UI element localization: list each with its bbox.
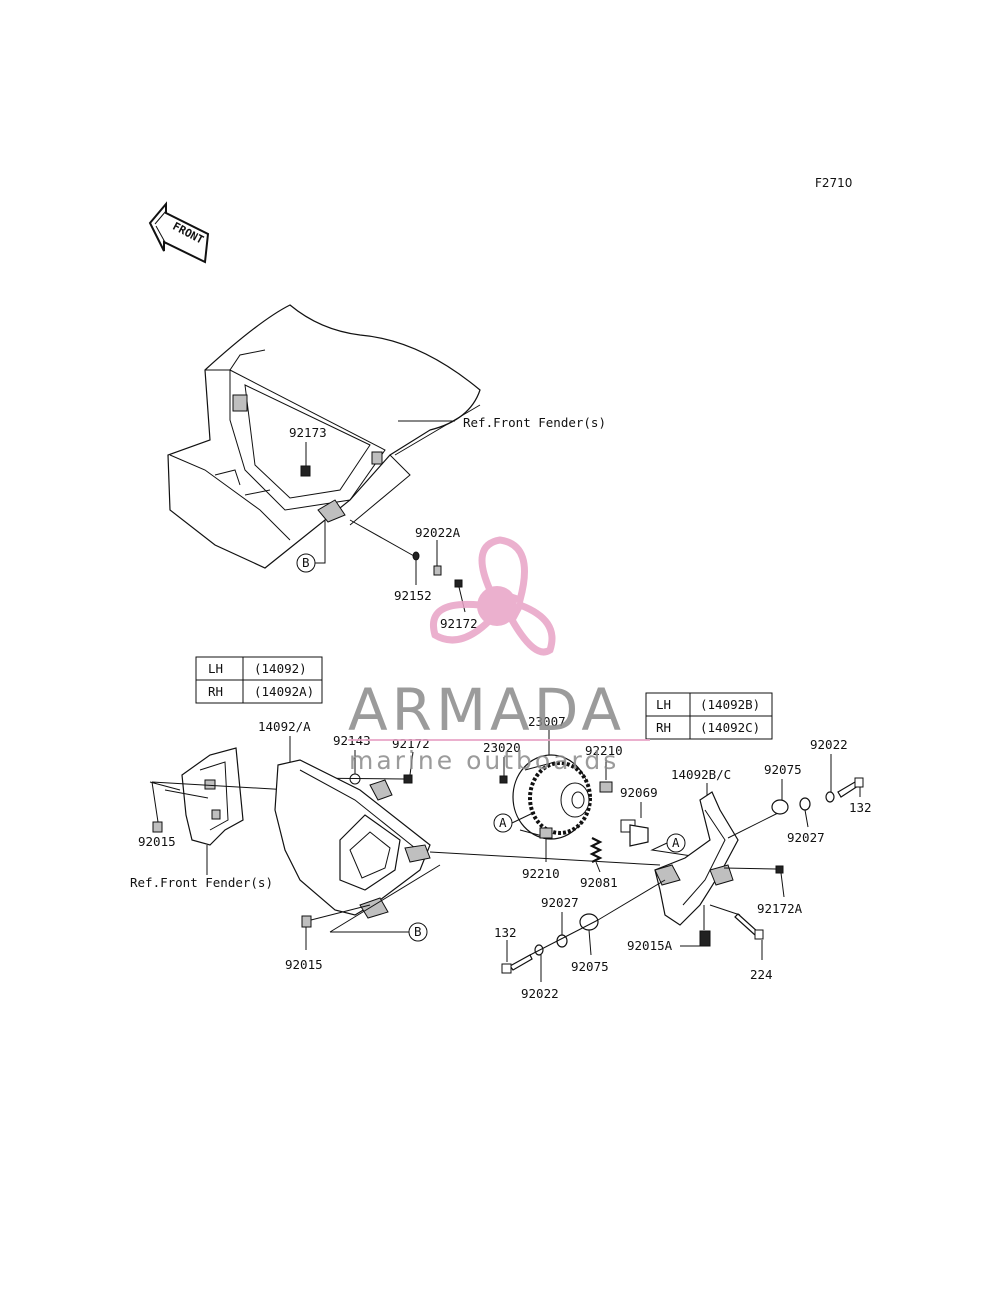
- watermark-tagline: marine outboards: [349, 746, 619, 775]
- propeller-logo-icon: [430, 536, 556, 656]
- bolt-132-top-icon: [837, 777, 864, 798]
- part-92075-bottom: 92075: [571, 959, 609, 974]
- screw-92172-icon: [454, 579, 463, 588]
- left-table-rh-code: (14092A): [254, 684, 314, 699]
- part-92210-bottom: 92210: [522, 866, 560, 881]
- part-92022A: 92022A: [415, 525, 461, 540]
- part-92015-left: 92015: [138, 834, 176, 849]
- part-92172-top: 92172: [440, 616, 478, 631]
- clip-92015A-icon: [699, 930, 711, 947]
- left-table: LH (14092) RH (14092A): [195, 656, 323, 704]
- part-14092BC: 14092B/C: [671, 767, 731, 782]
- headlight-23007: [512, 754, 592, 840]
- right-table-lh-code: (14092B): [700, 697, 760, 712]
- bolt-224-icon: [734, 913, 764, 940]
- bulb-socket-92069-icon: [620, 819, 649, 847]
- part-92081: 92081: [580, 875, 618, 890]
- ref-front-fender-top: Ref.Front Fender(s): [463, 415, 606, 430]
- part-92173: 92173: [289, 425, 327, 440]
- part-132-top: 132: [849, 800, 872, 815]
- part-92152: 92152: [394, 588, 432, 603]
- front-fender-drawing: [167, 304, 481, 569]
- screw-92172A-icon: [775, 865, 784, 874]
- clip-92210-bottom-icon: [539, 827, 553, 839]
- part-92022-bottom: 92022: [521, 986, 559, 1001]
- part-92027-top: 92027: [787, 830, 825, 845]
- clip-92015-left-icon: [152, 821, 163, 833]
- front-arrow-icon: FRONT: [148, 201, 210, 264]
- right-table-rh: RH: [656, 720, 671, 735]
- bracket-14092BC: [654, 791, 739, 926]
- right-table-rh-code: (14092C): [700, 720, 760, 735]
- callout-a-right: A: [650, 833, 706, 859]
- watermark-brand: ARMADA: [348, 676, 625, 744]
- part-92015-bottom: 92015: [285, 957, 323, 972]
- left-table-lh: LH: [208, 661, 223, 676]
- screw-92172-mid-icon: [403, 774, 413, 784]
- svg-text:B: B: [302, 555, 310, 570]
- left-fender-piece: [181, 747, 244, 846]
- part-92172A: 92172A: [757, 901, 803, 916]
- callout-b-bottom: B: [329, 864, 441, 942]
- left-table-lh-code: (14092): [254, 661, 307, 676]
- part-92027-bottom: 92027: [541, 895, 579, 910]
- part-92075-top: 92075: [764, 762, 802, 777]
- bracket-14092A: [274, 759, 431, 919]
- part-92015A: 92015A: [627, 938, 673, 953]
- clip-92210-top-icon: [599, 781, 613, 793]
- ref-front-fender-left: Ref.Front Fender(s): [130, 875, 273, 890]
- grommet-92075-top-icon: [771, 799, 789, 815]
- bolt-132-bottom-icon: [501, 954, 533, 974]
- part-14092A: 14092/A: [258, 719, 311, 734]
- svg-text:A: A: [499, 815, 507, 830]
- part-23007: 23007: [528, 714, 566, 729]
- svg-text:A: A: [672, 835, 680, 850]
- part-132-bottom: 132: [494, 925, 517, 940]
- armada-watermark: ARMADA marine outboards: [348, 536, 650, 775]
- part-92210-top: 92210: [585, 743, 623, 758]
- nut-23020-icon: [499, 775, 508, 784]
- part-92022-top: 92022: [810, 737, 848, 752]
- callout-a-left: A: [493, 811, 536, 833]
- figure-code: F2710: [815, 176, 852, 190]
- collar-92027-top-icon: [799, 797, 811, 811]
- part-224: 224: [750, 967, 773, 982]
- svg-text:B: B: [414, 924, 422, 939]
- part-23020: 23020: [483, 740, 521, 755]
- part-92069: 92069: [620, 785, 658, 800]
- right-table: LH (14092B) RH (14092C): [645, 692, 773, 740]
- clip-92015-bottom-icon: [301, 915, 312, 928]
- clip-92022A-icon: [433, 565, 442, 576]
- spring-92081-icon: [589, 837, 603, 863]
- left-table-rh: RH: [208, 684, 223, 699]
- right-table-lh: LH: [656, 697, 671, 712]
- washer-92022-top-icon: [825, 791, 835, 803]
- callout-b-top: B: [296, 520, 326, 573]
